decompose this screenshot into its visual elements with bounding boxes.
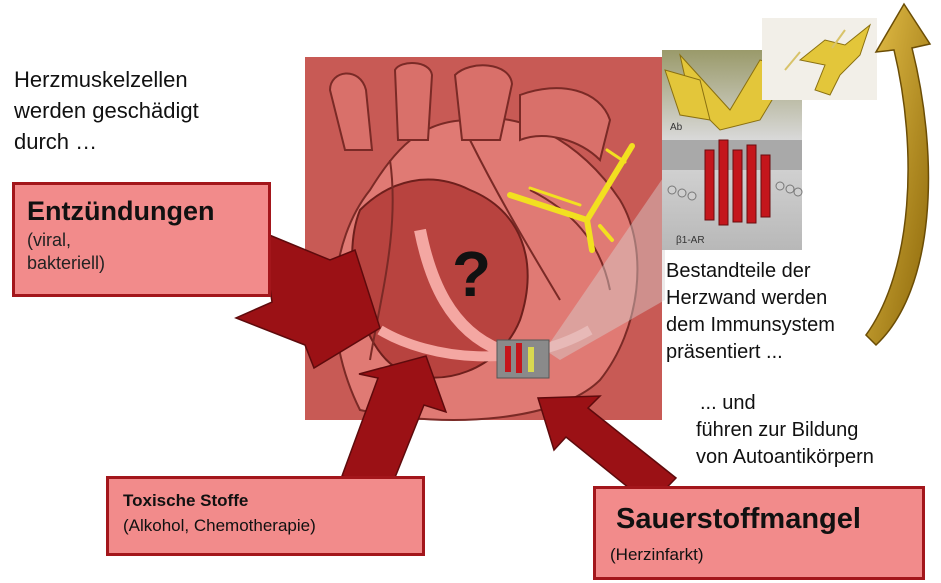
cause-box-oxygen: Sauerstoffmangel (Herzinfarkt) xyxy=(593,486,925,580)
immune-line-2: Herzwand werden xyxy=(666,285,896,312)
immune-line-4: präsentiert ... xyxy=(666,339,896,366)
cause-sub-toxic: (Alkohol, Chemotherapie) xyxy=(123,513,408,539)
inset-ab-label: Ab xyxy=(670,122,683,133)
cause-sub-inflammation-2: bakteriell) xyxy=(27,252,256,275)
receptor-inset xyxy=(662,18,877,250)
intro-text: Herzmuskelzellen werden geschädigt durch… xyxy=(14,64,199,157)
intro-line-2: werden geschädigt xyxy=(14,95,199,126)
cause-sub-inflammation-1: (viral, xyxy=(27,229,256,252)
immune-line-6: führen zur Bildung xyxy=(696,417,936,444)
immune-line-5: ... und xyxy=(696,390,936,417)
immune-presentation-text: Bestandteile der Herzwand werden dem Imm… xyxy=(666,258,896,366)
immune-line-7: von Autoantikörpern xyxy=(696,444,936,471)
autoantibody-text: ... und führen zur Bildung von Autoantik… xyxy=(696,390,936,471)
intro-line-1: Herzmuskelzellen xyxy=(14,64,199,95)
inset-receptor-label: β1-AR xyxy=(676,235,705,246)
cause-box-toxic: Toxische Stoffe (Alkohol, Chemotherapie) xyxy=(106,476,425,556)
cause-box-inflammation: Entzündungen (viral, bakteriell) xyxy=(12,182,271,297)
cause-title-toxic: Toxische Stoffe xyxy=(123,489,408,513)
cause-title-oxygen: Sauerstoffmangel xyxy=(610,497,908,541)
cause-title-inflammation: Entzündungen xyxy=(27,193,256,229)
cause-sub-oxygen: (Herzinfarkt) xyxy=(610,541,908,569)
immune-line-1: Bestandteile der xyxy=(666,258,896,285)
immune-line-3: dem Immunsystem xyxy=(666,312,896,339)
intro-line-3: durch … xyxy=(14,126,199,157)
question-mark: ? xyxy=(452,237,491,311)
